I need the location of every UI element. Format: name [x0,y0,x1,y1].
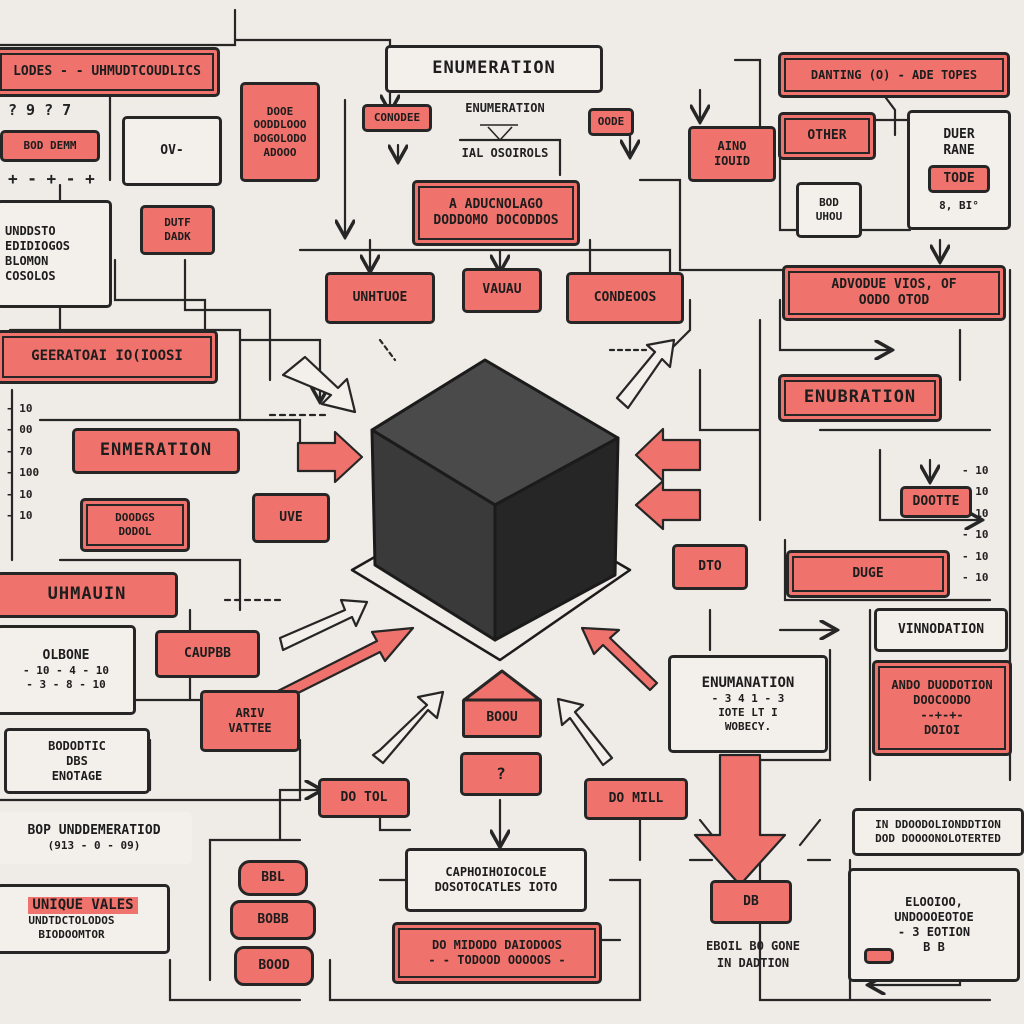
uve-arrow-button[interactable]: UVE [252,493,330,543]
tode-badge: TODE [928,165,990,194]
generatoai-bar[interactable]: GEERATOAI IO(IOOSI [0,330,218,384]
danting-bar[interactable]: DANTING (O) - ADE TOPES [778,52,1010,98]
top-left-marks: + - + - + [8,169,95,188]
unique-panel-title: UNIQUE VALES [28,896,138,914]
aino-iouid-button[interactable]: AINO IOUID [688,126,776,182]
vinnodation-button[interactable]: VINNODATION [874,608,1008,652]
undermeration-title: BOP UNDDEMERATIOD [27,823,161,838]
left-block[interactable]: UNDDSTO EDIDIOGOS BLOMON COSOLOS [0,200,112,308]
cauper-button[interactable]: CAUPBB [155,630,260,678]
do-tol-button[interactable]: DO TOL [318,778,410,818]
bottom-right-caption: EBOIL BO GONE IN DADTION [706,939,800,970]
uhmauin-bar[interactable]: UHMAUIN [0,572,178,618]
condeos-button[interactable]: CONDEOOS [566,272,684,324]
top-left-digits: ? 9 ? 7 [8,101,72,119]
right-red-panel[interactable]: ANDO DUODOTION DOOCOODO --+-+- DOIOI [872,660,1012,756]
code-small-button[interactable]: DOODGS DODOL [80,498,190,552]
duge-bar[interactable]: DUGE [786,550,950,598]
barrel-stack: BBL BOBB BOOD [230,860,316,990]
advodue-bar[interactable]: ADVODUE VIOS, OF OODO OTOD [782,265,1006,321]
unique-panel[interactable]: UNIQUE VALES UNDTDCTOLODOS BIODOOMTOR [0,884,170,954]
other-button[interactable]: OTHER [778,112,876,160]
bottom-left-panel[interactable]: BODODTIC DBS ENOTAGE [4,728,150,794]
left-scale: - 10 - 00 - 70 - 100 - 10 - 10 [6,402,40,523]
dto-arrow-button[interactable]: DTO [672,544,748,590]
due-rame-title: DUER RANE [943,126,975,159]
enumeration-left-button[interactable]: ENMERATION [72,428,240,474]
barrel-mid: BOBB [230,900,316,940]
right-info-bar[interactable]: IN DDOODOLIONDDTION DOD DOOOONOLOTERTED [852,808,1024,856]
header-title: ENUMERATION [385,45,603,93]
code-stack[interactable]: DOOE OODDLOOO DOGOLODO ADOOO [240,82,320,182]
enumaination-panel-title: ENUMANATION [701,674,795,691]
olbone-panel: OLBONE - 10 - 4 - 10- 3 - 8 - 10 [0,625,136,715]
untuvue-button[interactable]: UNHTUOE [325,272,435,324]
condelg-button[interactable]: CONODEE [362,104,432,132]
enumaination-panel-text: - 3 4 1 - 3 IOTE LT I WOBECY. [711,692,785,733]
barrel-bottom: BOOD [234,946,314,986]
small-box-right[interactable]: BOD UHOU [796,182,862,238]
undermeration-bar: BOP UNDDEMERATIOD (913 - 0 - 09) [0,812,192,864]
olbone-values: - 10 - 4 - 10- 3 - 8 - 10 [22,664,110,692]
db-box[interactable]: DB [710,880,792,924]
pyramid-roof-icon [462,669,542,702]
vaua-button[interactable]: VAUAU [462,268,542,313]
bottom-center-panel[interactable]: CAPHOIHOIOCOLE DOSOTOCATLES IOTO [405,848,587,912]
enumeration-right-button[interactable]: ENUBRATION [778,374,942,422]
barrel-top: BBL [238,860,308,896]
center-subtitle: ENUMERATION [465,101,545,115]
small-ov-box[interactable]: OV- [122,116,222,186]
right-bottom-panel[interactable]: ELOOIOO, UNDOOOEOTOE - 3 EOTION B B [848,868,1020,982]
pyramid-label[interactable]: BOOU [462,698,542,738]
top-left-bar[interactable]: LODES - - UHMUDTCOUDLICS [0,47,220,97]
due-rame-panel[interactable]: DUER RANE TODE 8, BI° [907,110,1011,230]
center-caption: IAL OSOIROLS [461,146,549,160]
do-mill-button[interactable]: DO MILL [584,778,688,820]
central-cube [350,358,632,662]
code-top-button[interactable]: OODE [588,108,634,136]
tode-sub: 8, BI° [939,199,979,213]
dootte-button[interactable]: DOOTTE [900,486,972,518]
small-red-tab[interactable] [864,948,894,964]
left-code-bar[interactable]: BOD DEMM [0,130,100,162]
right-scale: - 10 - 10 - 10 - 10 - 10 - 10 [962,464,989,585]
unique-panel-text: UNDTDCTOLODOS BIODOOMTOR [28,914,115,941]
dut-dadk-button[interactable]: DUTF DADK [140,205,215,255]
olbone-title: OLBONE [42,648,90,664]
bottom-center-bar[interactable]: DO MIDODO DAIODOOS - - TODOOD OOOOOS - [392,922,602,984]
ariv-vattee-button[interactable]: ARIV VATTEE [200,690,300,752]
question-button[interactable]: ? [460,752,542,796]
avdues-block[interactable]: A ADUCNOLAGO DODDOMO DOCODDOS [412,180,580,246]
undermeration-sub: (913 - 0 - 09) [47,839,141,853]
enumaination-panel[interactable]: ENUMANATION - 3 4 1 - 3 IOTE LT I WOBECY… [668,655,828,753]
